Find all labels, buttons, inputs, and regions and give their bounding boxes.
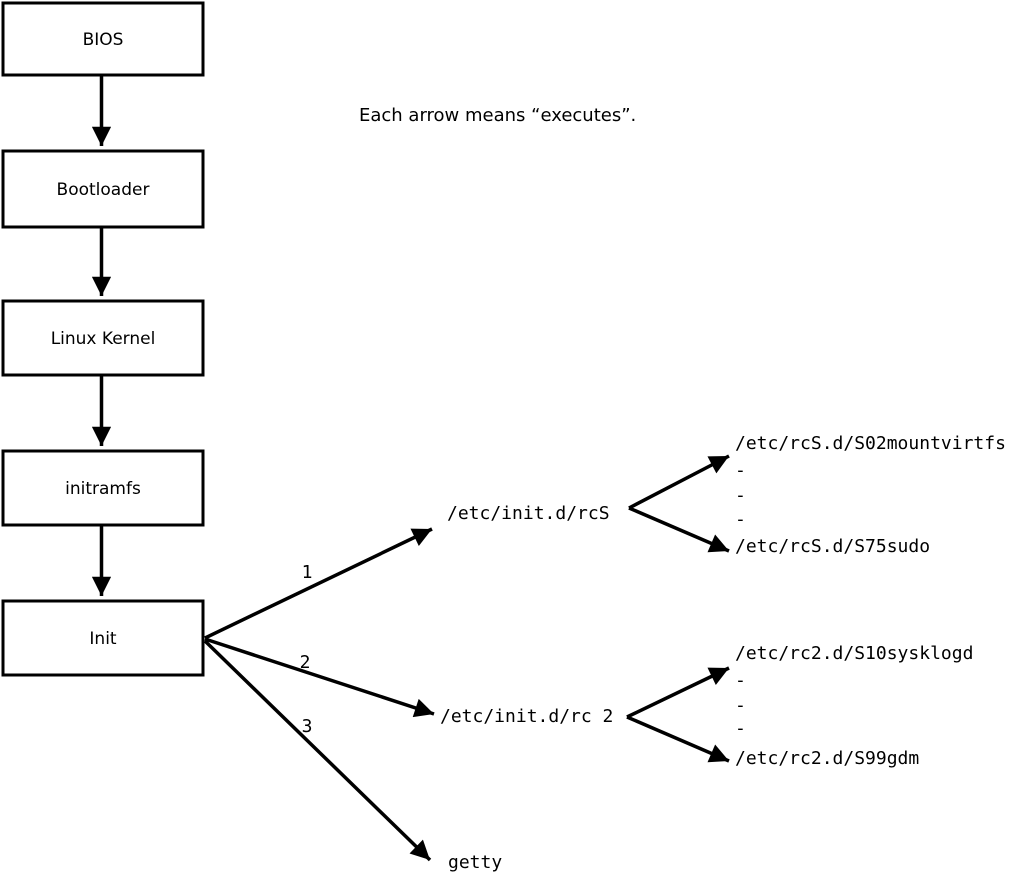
box-bootloader-rect xyxy=(1,149,205,229)
script-rcS-last-label: /etc/rcS.d/S75sudo xyxy=(735,536,930,557)
box-linux-kernel-rect xyxy=(1,299,205,377)
legend-note: Each arrow means “executes”. xyxy=(359,105,636,126)
script-rc2-ellipsis-1: - xyxy=(735,670,746,691)
arrow-order-label-1: 1 xyxy=(302,562,313,583)
arrow-init-to-getty-icon xyxy=(203,639,432,862)
box-init: Init xyxy=(1,599,205,677)
arrow-rc2-to-last-script-icon xyxy=(626,715,730,763)
script-rcS-first-label: /etc/rcS.d/S02mountvirtfs xyxy=(735,433,1006,454)
box-initramfs: initramfs xyxy=(1,449,205,527)
arrow-rc2-to-first-script-icon xyxy=(626,666,730,719)
box-initramfs-rect xyxy=(1,449,205,527)
script-rc2-ellipsis-3: - xyxy=(735,718,746,739)
script-rcS-ellipsis-3: - xyxy=(735,509,746,530)
arrow-rcS-to-first-script-icon xyxy=(628,454,730,510)
box-init-rect xyxy=(1,599,205,677)
box-linux-kernel-label: Linux Kernel xyxy=(51,329,156,349)
script-rcS-ellipsis-2: - xyxy=(735,485,746,506)
target-getty-label: getty xyxy=(448,852,502,873)
script-rc2-ellipsis-2: - xyxy=(735,695,746,716)
target-rcS-label: /etc/init.d/rcS xyxy=(447,503,610,524)
box-bootloader: Bootloader xyxy=(1,149,205,229)
script-rc2-last-label: /etc/rc2.d/S99gdm xyxy=(735,748,919,769)
box-linux-kernel: Linux Kernel xyxy=(1,299,205,377)
script-rc2-first-label: /etc/rc2.d/S10sysklogd xyxy=(735,643,973,664)
arrow-rcS-to-last-script-icon xyxy=(628,506,730,553)
box-bootloader-label: Bootloader xyxy=(57,180,150,200)
box-init-label: Init xyxy=(89,629,117,649)
arrow-init-to-rcS-icon xyxy=(204,527,433,640)
target-rc2-label: /etc/init.d/rc 2 xyxy=(440,706,613,727)
arrow-order-label-3: 3 xyxy=(302,716,313,737)
script-rcS-ellipsis-1: - xyxy=(735,460,746,481)
box-bios: BIOS xyxy=(1,1,205,77)
arrow-init-to-rc2-icon xyxy=(204,637,435,718)
box-bios-rect xyxy=(1,1,205,77)
box-bios-label: BIOS xyxy=(83,30,124,50)
box-initramfs-label: initramfs xyxy=(65,479,141,499)
arrow-order-label-2: 2 xyxy=(300,652,311,673)
